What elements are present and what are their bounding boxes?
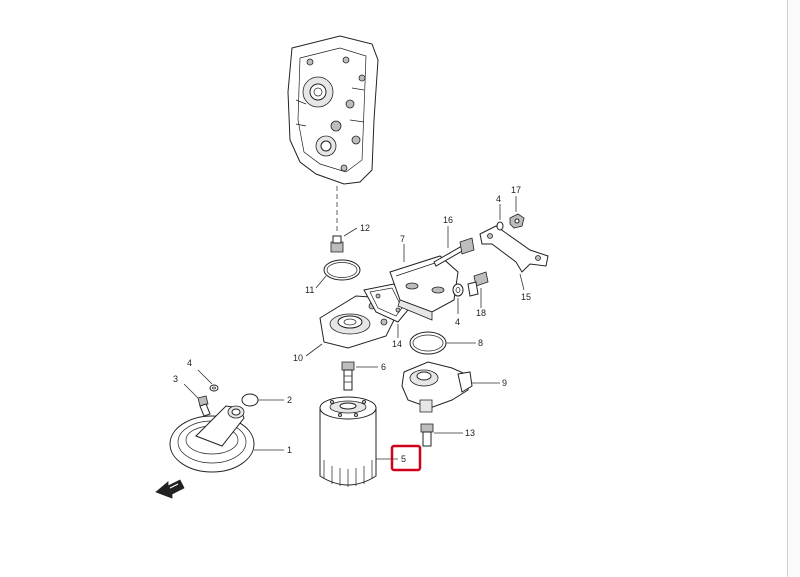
gear-case-housing bbox=[287, 35, 379, 232]
callout-4-mid: 4 bbox=[455, 317, 460, 327]
part-3-screw bbox=[197, 395, 211, 417]
part-4-washer-upper bbox=[452, 283, 464, 297]
callout-3: 3 bbox=[173, 374, 178, 384]
part-8-o-ring bbox=[409, 331, 447, 355]
callout-9: 9 bbox=[502, 378, 507, 388]
callout-1: 1 bbox=[287, 445, 292, 455]
callout-14: 14 bbox=[392, 339, 402, 349]
part-18-bolt bbox=[467, 271, 489, 297]
part-7-bracket bbox=[389, 255, 459, 321]
callout-5[interactable]: 5 bbox=[401, 454, 406, 464]
front-direction-arrow-icon bbox=[155, 479, 185, 499]
part-17-nut bbox=[509, 213, 525, 229]
callout-17: 17 bbox=[511, 185, 521, 195]
part-4-washer-top bbox=[496, 221, 504, 231]
viewer-edge bbox=[787, 0, 800, 577]
callout-18: 18 bbox=[476, 308, 486, 318]
callout-15: 15 bbox=[521, 292, 531, 302]
callout-4-top: 4 bbox=[496, 194, 501, 204]
part-13-bolt bbox=[420, 423, 434, 447]
callout-8: 8 bbox=[478, 338, 483, 348]
part-1-drip-pan bbox=[169, 405, 255, 473]
part-6-nipple bbox=[341, 361, 355, 391]
callout-6: 6 bbox=[381, 362, 386, 372]
callout-16: 16 bbox=[443, 215, 453, 225]
part-11-o-ring bbox=[323, 259, 361, 281]
part-14-gasket bbox=[363, 283, 409, 323]
part-12-fitting bbox=[330, 235, 344, 253]
part-4-washer-lower bbox=[209, 384, 219, 392]
callout-7: 7 bbox=[400, 234, 405, 244]
callout-2: 2 bbox=[287, 395, 292, 405]
part-2-o-ring bbox=[241, 393, 259, 407]
callout-13: 13 bbox=[465, 428, 475, 438]
callout-4-lower: 4 bbox=[187, 358, 192, 368]
part-5-oil-filter bbox=[319, 396, 377, 487]
callout-11: 11 bbox=[305, 285, 314, 295]
part-16-long-bolt bbox=[433, 237, 475, 267]
part-5-highlight-box[interactable] bbox=[390, 444, 422, 472]
callout-10: 10 bbox=[293, 353, 303, 363]
part-15-strap-bracket bbox=[479, 225, 549, 273]
callout-12: 12 bbox=[360, 223, 370, 233]
part-9-filter-head bbox=[401, 361, 473, 413]
